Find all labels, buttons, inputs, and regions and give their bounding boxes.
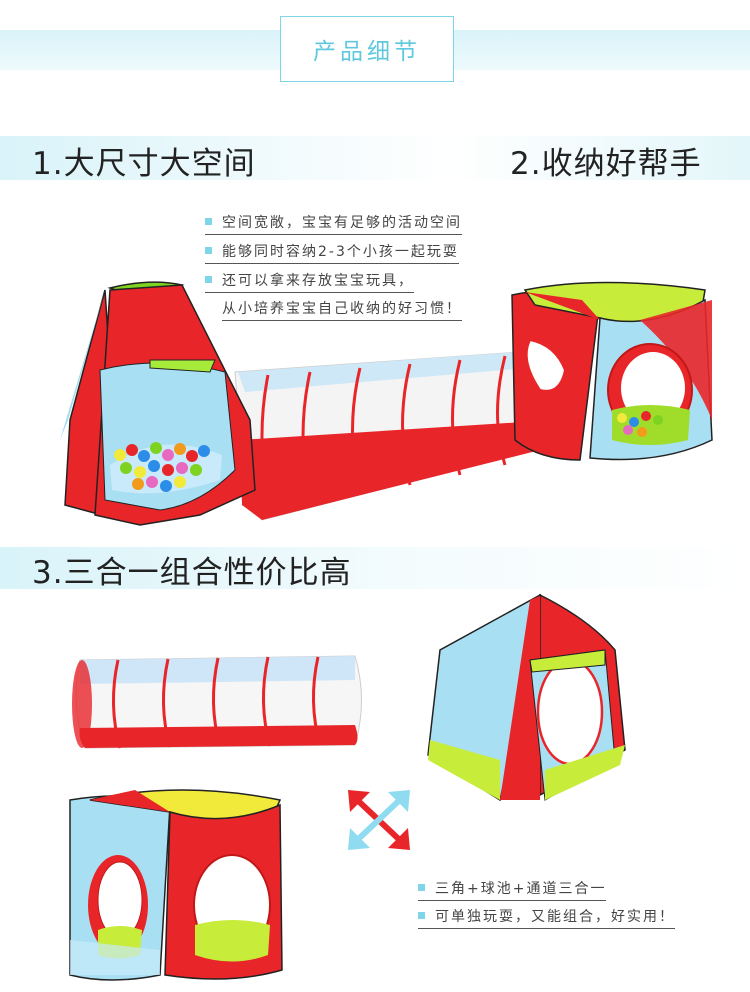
triangle-tent-image (60, 281, 256, 526)
bullet-item: 能够同时容纳2-3个小孩一起玩耍 (205, 241, 459, 264)
bullet-square-icon (205, 246, 212, 254)
heading-band-1 (0, 136, 750, 180)
bullet-item: 空间宽敞，宝宝有足够的活动空间 (205, 212, 462, 235)
bullet-square-icon (418, 911, 425, 919)
section3-heading: 3.三合一组合性价比高 (32, 555, 352, 591)
cube-tent-image (511, 281, 713, 461)
triangle-tent-separate-image (427, 593, 626, 802)
tunnel-image (234, 351, 561, 521)
bullet-item: 还可以拿来存放宝宝玩具， (205, 270, 414, 293)
section-title-box: 产品细节 (280, 16, 454, 82)
bullet-item: 可单独玩耍，又能组合，好实用！ (418, 906, 675, 929)
cross-arrows-icon (348, 790, 410, 850)
tunnel-separate-image (72, 655, 362, 749)
bullet-square-icon (205, 217, 212, 225)
heading-band-3 (0, 547, 750, 589)
bullet-square-icon (205, 275, 212, 283)
section2-heading: 2.收纳好帮手 (510, 146, 702, 182)
bullet-square-icon (418, 883, 425, 891)
bullet-item: 从小培养宝宝自己收纳的好习惯！ (222, 298, 462, 321)
bullet-item: 三角+球池+通道三合一 (418, 878, 607, 901)
cube-tent-separate-image (69, 789, 283, 981)
page-title: 产品细节 (313, 39, 421, 65)
section1-heading: 1.大尺寸大空间 (32, 146, 256, 182)
